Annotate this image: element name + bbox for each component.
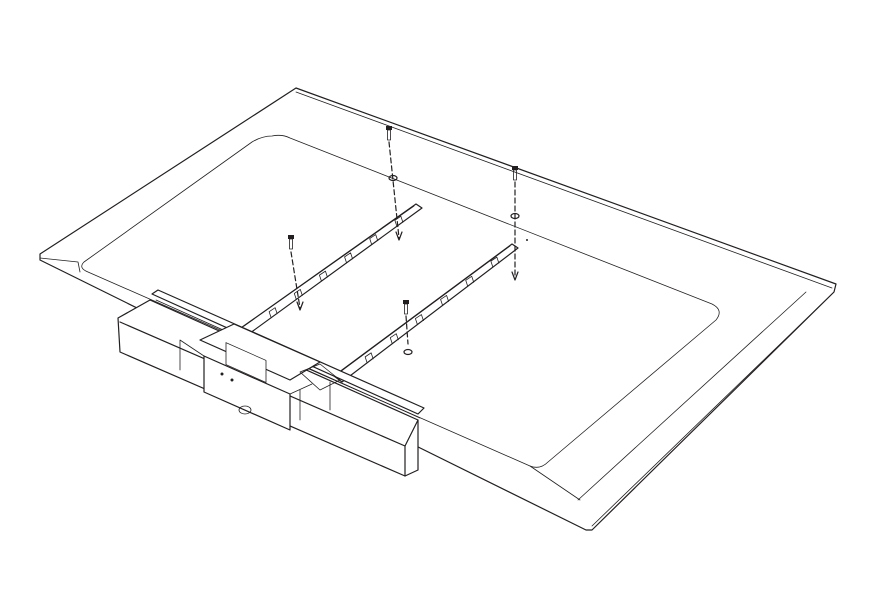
bracket-slot bbox=[490, 256, 500, 268]
bracket-slot bbox=[389, 333, 399, 345]
screw bbox=[288, 235, 304, 311]
bracket-slot bbox=[465, 275, 475, 287]
screw bbox=[510, 166, 520, 281]
bracket-slot bbox=[415, 314, 424, 325]
bracket-slot bbox=[344, 252, 353, 264]
bracket-slot bbox=[369, 234, 379, 245]
bracket-slot bbox=[319, 270, 328, 282]
soundbar bbox=[117, 289, 425, 477]
bracket-slot bbox=[364, 352, 374, 364]
bracket-slot bbox=[394, 215, 404, 227]
bracket-slot bbox=[268, 307, 278, 319]
screw bbox=[386, 126, 403, 241]
bracket-slot bbox=[440, 295, 449, 306]
screw bbox=[403, 300, 413, 356]
screws bbox=[288, 126, 528, 356]
